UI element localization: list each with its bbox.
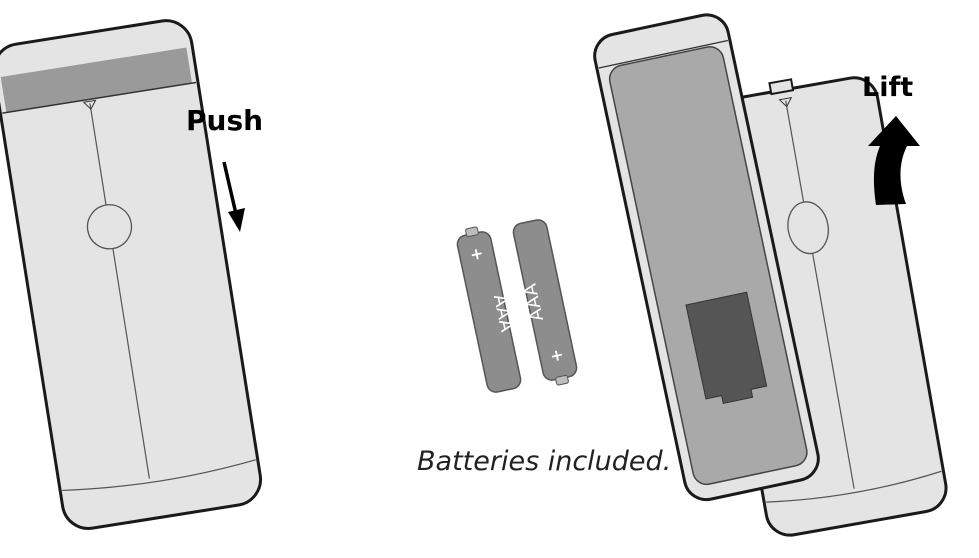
right-remote-top-seam <box>598 39 729 69</box>
left-remote-center-line <box>89 103 150 479</box>
battery-1: + AAA <box>456 226 522 393</box>
lift-arrow-icon <box>868 116 920 205</box>
right-remote-cover-latch-mark <box>778 96 793 108</box>
left-remote-bottom-curve <box>62 459 256 492</box>
right-remote-cover-center-line <box>785 100 855 489</box>
batteries-included-note: Batteries included. <box>417 446 672 477</box>
right-remote-cover-bottom-curve <box>766 470 942 503</box>
left-remote-button-circle <box>86 204 133 250</box>
battery-1-plus: + <box>468 243 485 264</box>
left-remote-latch-mark <box>82 99 97 111</box>
right-remote-cover-tab <box>768 78 795 96</box>
left-remote <box>0 19 263 530</box>
lift-label: Lift <box>862 72 914 103</box>
left-remote-cover-seam <box>2 81 197 114</box>
left-remote-body <box>0 19 263 530</box>
push-label: Push <box>186 104 264 137</box>
left-remote-cover-recess <box>0 47 193 113</box>
battery-2-plus: + <box>548 345 565 366</box>
right-remote-body <box>593 13 820 502</box>
right-remote-cover-circle <box>787 201 829 255</box>
battery-2: + AAA <box>512 219 578 386</box>
right-remote-contact-plate <box>685 291 768 405</box>
push-arrow-icon <box>222 161 245 232</box>
